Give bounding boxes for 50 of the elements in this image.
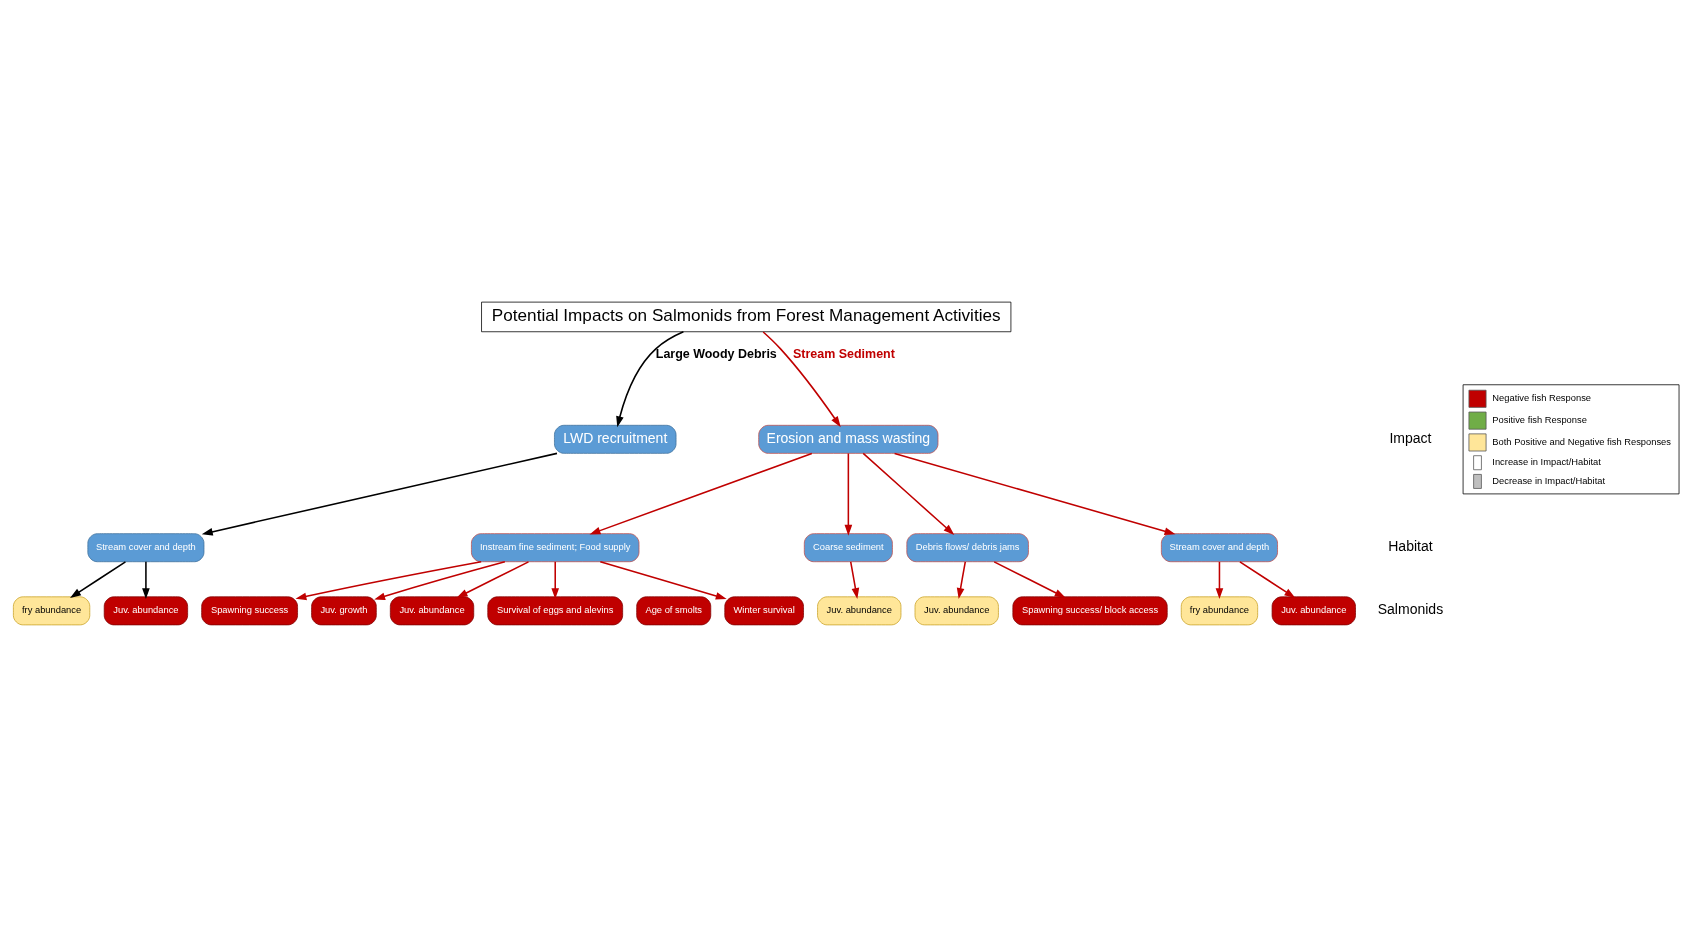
node-box: Spawning success bbox=[201, 596, 298, 626]
arrow bbox=[862, 452, 955, 535]
node-box: Potential Impacts on Salmonids from Forest Management Activities bbox=[481, 301, 1012, 333]
node-box: LWD recruitment bbox=[554, 424, 677, 454]
arrow bbox=[844, 452, 853, 536]
node-box: Stream cover and depth bbox=[87, 533, 205, 563]
node-box: Stream cover and depth bbox=[1160, 533, 1278, 563]
arrow bbox=[1215, 561, 1224, 600]
node-box: Erosion and mass wasting bbox=[758, 424, 939, 454]
arrow bbox=[849, 561, 860, 600]
node-box: Juv. abundance bbox=[914, 596, 999, 626]
node-box: Juv. abundance bbox=[389, 596, 475, 626]
arrow bbox=[893, 452, 1176, 535]
label: Impact bbox=[1389, 429, 1432, 446]
arrow bbox=[599, 561, 727, 600]
legend-label: Decrease in Impact/Habitat bbox=[1492, 475, 1606, 486]
legend-label: Negative fish Response bbox=[1492, 393, 1592, 404]
arrow bbox=[70, 561, 127, 598]
label: Habitat bbox=[1388, 538, 1433, 555]
node-box: Juv. abundance bbox=[103, 596, 188, 626]
node-box: Winter survival bbox=[724, 596, 804, 626]
edge-label: Large Woody Debris bbox=[655, 347, 777, 362]
arrow bbox=[374, 561, 506, 600]
node-box: fry abundance bbox=[13, 596, 91, 626]
legend-label: Increase in Impact/Habitat bbox=[1492, 457, 1601, 468]
label: Salmonids bbox=[1377, 601, 1444, 618]
node-box: Coarse sediment bbox=[803, 533, 893, 563]
node-box: Instream fine sediment; Food supply bbox=[471, 533, 640, 563]
arrow bbox=[616, 331, 685, 428]
node-box: Spawning success/ block access bbox=[1012, 596, 1168, 626]
node-box: Juv. abundance bbox=[1271, 596, 1356, 626]
node-box: Juv. abundance bbox=[817, 596, 902, 626]
arrow bbox=[956, 561, 967, 600]
arrow bbox=[551, 561, 560, 600]
node-box: Juv. growth bbox=[311, 596, 377, 626]
arrow bbox=[456, 561, 530, 598]
arrow bbox=[142, 561, 150, 600]
legend-label: Both Positive and Negative fish Responses bbox=[1492, 436, 1671, 447]
edge-label: Stream Sediment bbox=[793, 347, 895, 362]
arrow bbox=[762, 331, 841, 428]
arrow bbox=[589, 452, 813, 535]
node-box: Age of smolts bbox=[636, 596, 712, 626]
arrow bbox=[201, 452, 558, 536]
node-box: fry abundance bbox=[1180, 596, 1259, 626]
arrow bbox=[1239, 561, 1296, 598]
arrow bbox=[295, 561, 482, 601]
node-box: Survival of eggs and alevins bbox=[487, 596, 624, 626]
legend-label: Positive fish Response bbox=[1492, 415, 1587, 426]
node-box: Debris flows/ debris jams bbox=[906, 533, 1029, 563]
arrow bbox=[993, 561, 1066, 598]
